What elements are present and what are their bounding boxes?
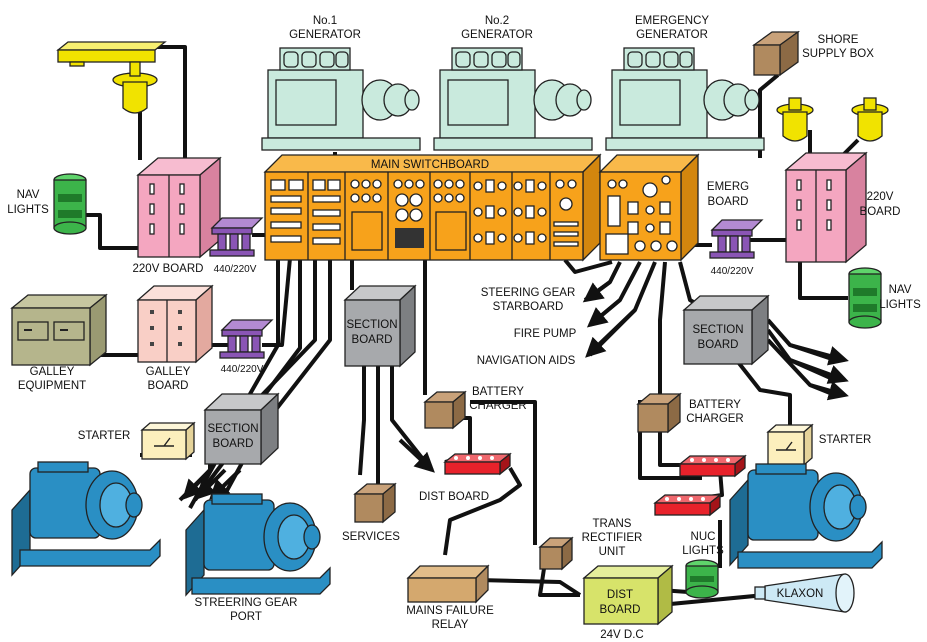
generator-no1	[261, 47, 421, 151]
mains-failure-relay-box	[406, 564, 490, 604]
dc-24v-label: 24V D.C	[600, 629, 643, 641]
gen-emerg-label-l2: GENERATOR	[636, 29, 708, 41]
starter-right-box	[766, 423, 814, 467]
motor-left	[11, 461, 161, 577]
yellow-lamp-right-2	[851, 97, 889, 142]
galley-board-label-l2: BOARD	[148, 380, 189, 392]
services-box	[353, 482, 397, 524]
section-board-right	[682, 294, 770, 366]
motor-right	[729, 463, 883, 569]
battery-charger-right-label-l1: BATTERY	[689, 399, 741, 411]
labels: No.1 GENERATOR No.2 GENERATOR EMERGENCY …	[7, 15, 921, 641]
galley-board-label-l1: GALLEY	[146, 366, 191, 378]
wiring-arrows	[182, 280, 849, 500]
nav-lights-right-label-l1: NAV	[889, 284, 912, 296]
nuc-light	[685, 559, 719, 599]
navigation-aids-label: NAVIGATION AIDS	[477, 355, 576, 367]
yellow-lamp-bar	[56, 41, 167, 67]
mains-failure-label-l2: RELAY	[432, 619, 469, 631]
220v-board-left-label: 220V BOARD	[133, 263, 204, 275]
battery-charger-center-label-l1: BATTERY	[472, 386, 524, 398]
gen1-label-l2: GENERATOR	[289, 29, 361, 41]
starter-left-box	[140, 421, 196, 461]
steering-port-label-l2: PORT	[230, 611, 262, 623]
220v-board-right-label-l1: 220V	[867, 191, 894, 203]
trans-rectifier-label-l3: UNIT	[599, 546, 626, 558]
transformer-right	[709, 219, 764, 259]
generator-no2	[433, 47, 593, 151]
galley-equipment-label-l1: GALLEY	[30, 366, 75, 378]
trans-rectifier-label-l2: RECTIFIER	[582, 532, 643, 544]
yellow-lamp-left	[112, 61, 158, 114]
emerg-board-label-l2: BOARD	[708, 196, 749, 208]
motor-steering-port	[185, 493, 331, 597]
galley-equipment-label-l2: EQUIPMENT	[18, 380, 86, 392]
fire-pump-label: FIRE PUMP	[514, 328, 577, 340]
shore-supply-box	[751, 30, 801, 77]
dist-board-top-label: DIST BOARD	[419, 491, 489, 503]
gen1-label-l1: No.1	[313, 15, 337, 27]
starter-right-label: STARTER	[819, 434, 872, 446]
transformer-left-bottom-label: 440/220V	[221, 364, 264, 375]
section-board-left-label-l2: BOARD	[213, 438, 254, 450]
klaxon-horn	[754, 573, 855, 613]
section-board-right-label-l2: BOARD	[698, 339, 739, 351]
battery-right-lower	[653, 493, 722, 517]
dist-board-24v-label-l1: DIST	[607, 589, 633, 601]
klaxon-label: KLAXON	[777, 588, 824, 600]
generator-emergency	[605, 47, 765, 151]
gen2-label-l1: No.2	[485, 15, 509, 27]
steering-stbd-label-l1: STEERING GEAR	[481, 287, 576, 299]
nuc-lights-label-l2: LIGHTS	[682, 545, 724, 557]
battery-center	[443, 452, 512, 476]
trans-rectifier-box	[538, 536, 574, 571]
gen2-label-l2: GENERATOR	[461, 29, 533, 41]
220v-board-left	[136, 156, 222, 259]
battery-charger-right-label-l2: CHARGER	[686, 413, 744, 425]
trans-rectifier-label-l1: TRANS	[593, 518, 632, 530]
nuc-lights-label-l1: NUC	[691, 531, 716, 543]
220v-board-right-label-l2: BOARD	[860, 206, 901, 218]
services-label: SERVICES	[342, 531, 400, 543]
section-board-left	[203, 392, 280, 466]
transformer-left-top	[209, 217, 264, 257]
galley-board	[136, 284, 214, 364]
transformer-left-top-label: 440/220V	[214, 264, 257, 275]
section-board-center	[343, 284, 417, 368]
battery-charger-center-label-l2: CHARGER	[469, 400, 527, 412]
section-board-center-label-l2: BOARD	[352, 334, 393, 346]
emergency-board	[598, 153, 700, 262]
220v-board-right	[784, 151, 868, 264]
steering-port-label-l1: STREERING GEAR	[195, 597, 298, 609]
main-switchboard-label: MAIN SWITCHBOARD	[371, 159, 489, 171]
nav-light-right	[848, 267, 882, 329]
gen-emerg-label-l1: EMERGENCY	[635, 15, 709, 27]
shore-label-l1: SHORE	[818, 34, 859, 46]
transformer-left-bottom	[219, 319, 274, 359]
nav-lights-right-label-l2: LIGHTS	[879, 299, 921, 311]
section-board-right-label-l1: SECTION	[692, 324, 743, 336]
galley-equipment	[10, 293, 108, 367]
nav-lights-left-label-l2: LIGHTS	[7, 204, 49, 216]
starter-left-label: STARTER	[78, 430, 131, 442]
emerg-board-label-l1: EMERG	[707, 181, 749, 193]
dist-board-24v-label-l2: BOARD	[600, 604, 641, 616]
dist-board-24v	[582, 564, 674, 626]
nav-light-left	[53, 173, 87, 235]
shore-label-l2: SUPPLY BOX	[802, 48, 874, 60]
mains-failure-label-l1: MAINS FAILURE	[406, 605, 494, 617]
section-board-left-label-l1: SECTION	[207, 423, 258, 435]
battery-right-upper	[678, 454, 747, 478]
yellow-lamp-right-1	[776, 97, 814, 142]
steering-stbd-label-l2: STARBOARD	[493, 301, 564, 313]
battery-charger-right-box	[636, 392, 682, 434]
section-board-center-label-l1: SECTION	[346, 319, 397, 331]
battery-charger-center-box	[423, 390, 467, 430]
transformer-right-label: 440/220V	[711, 266, 754, 277]
nav-lights-left-label-l1: NAV	[17, 189, 40, 201]
main-switchboard	[263, 153, 602, 262]
